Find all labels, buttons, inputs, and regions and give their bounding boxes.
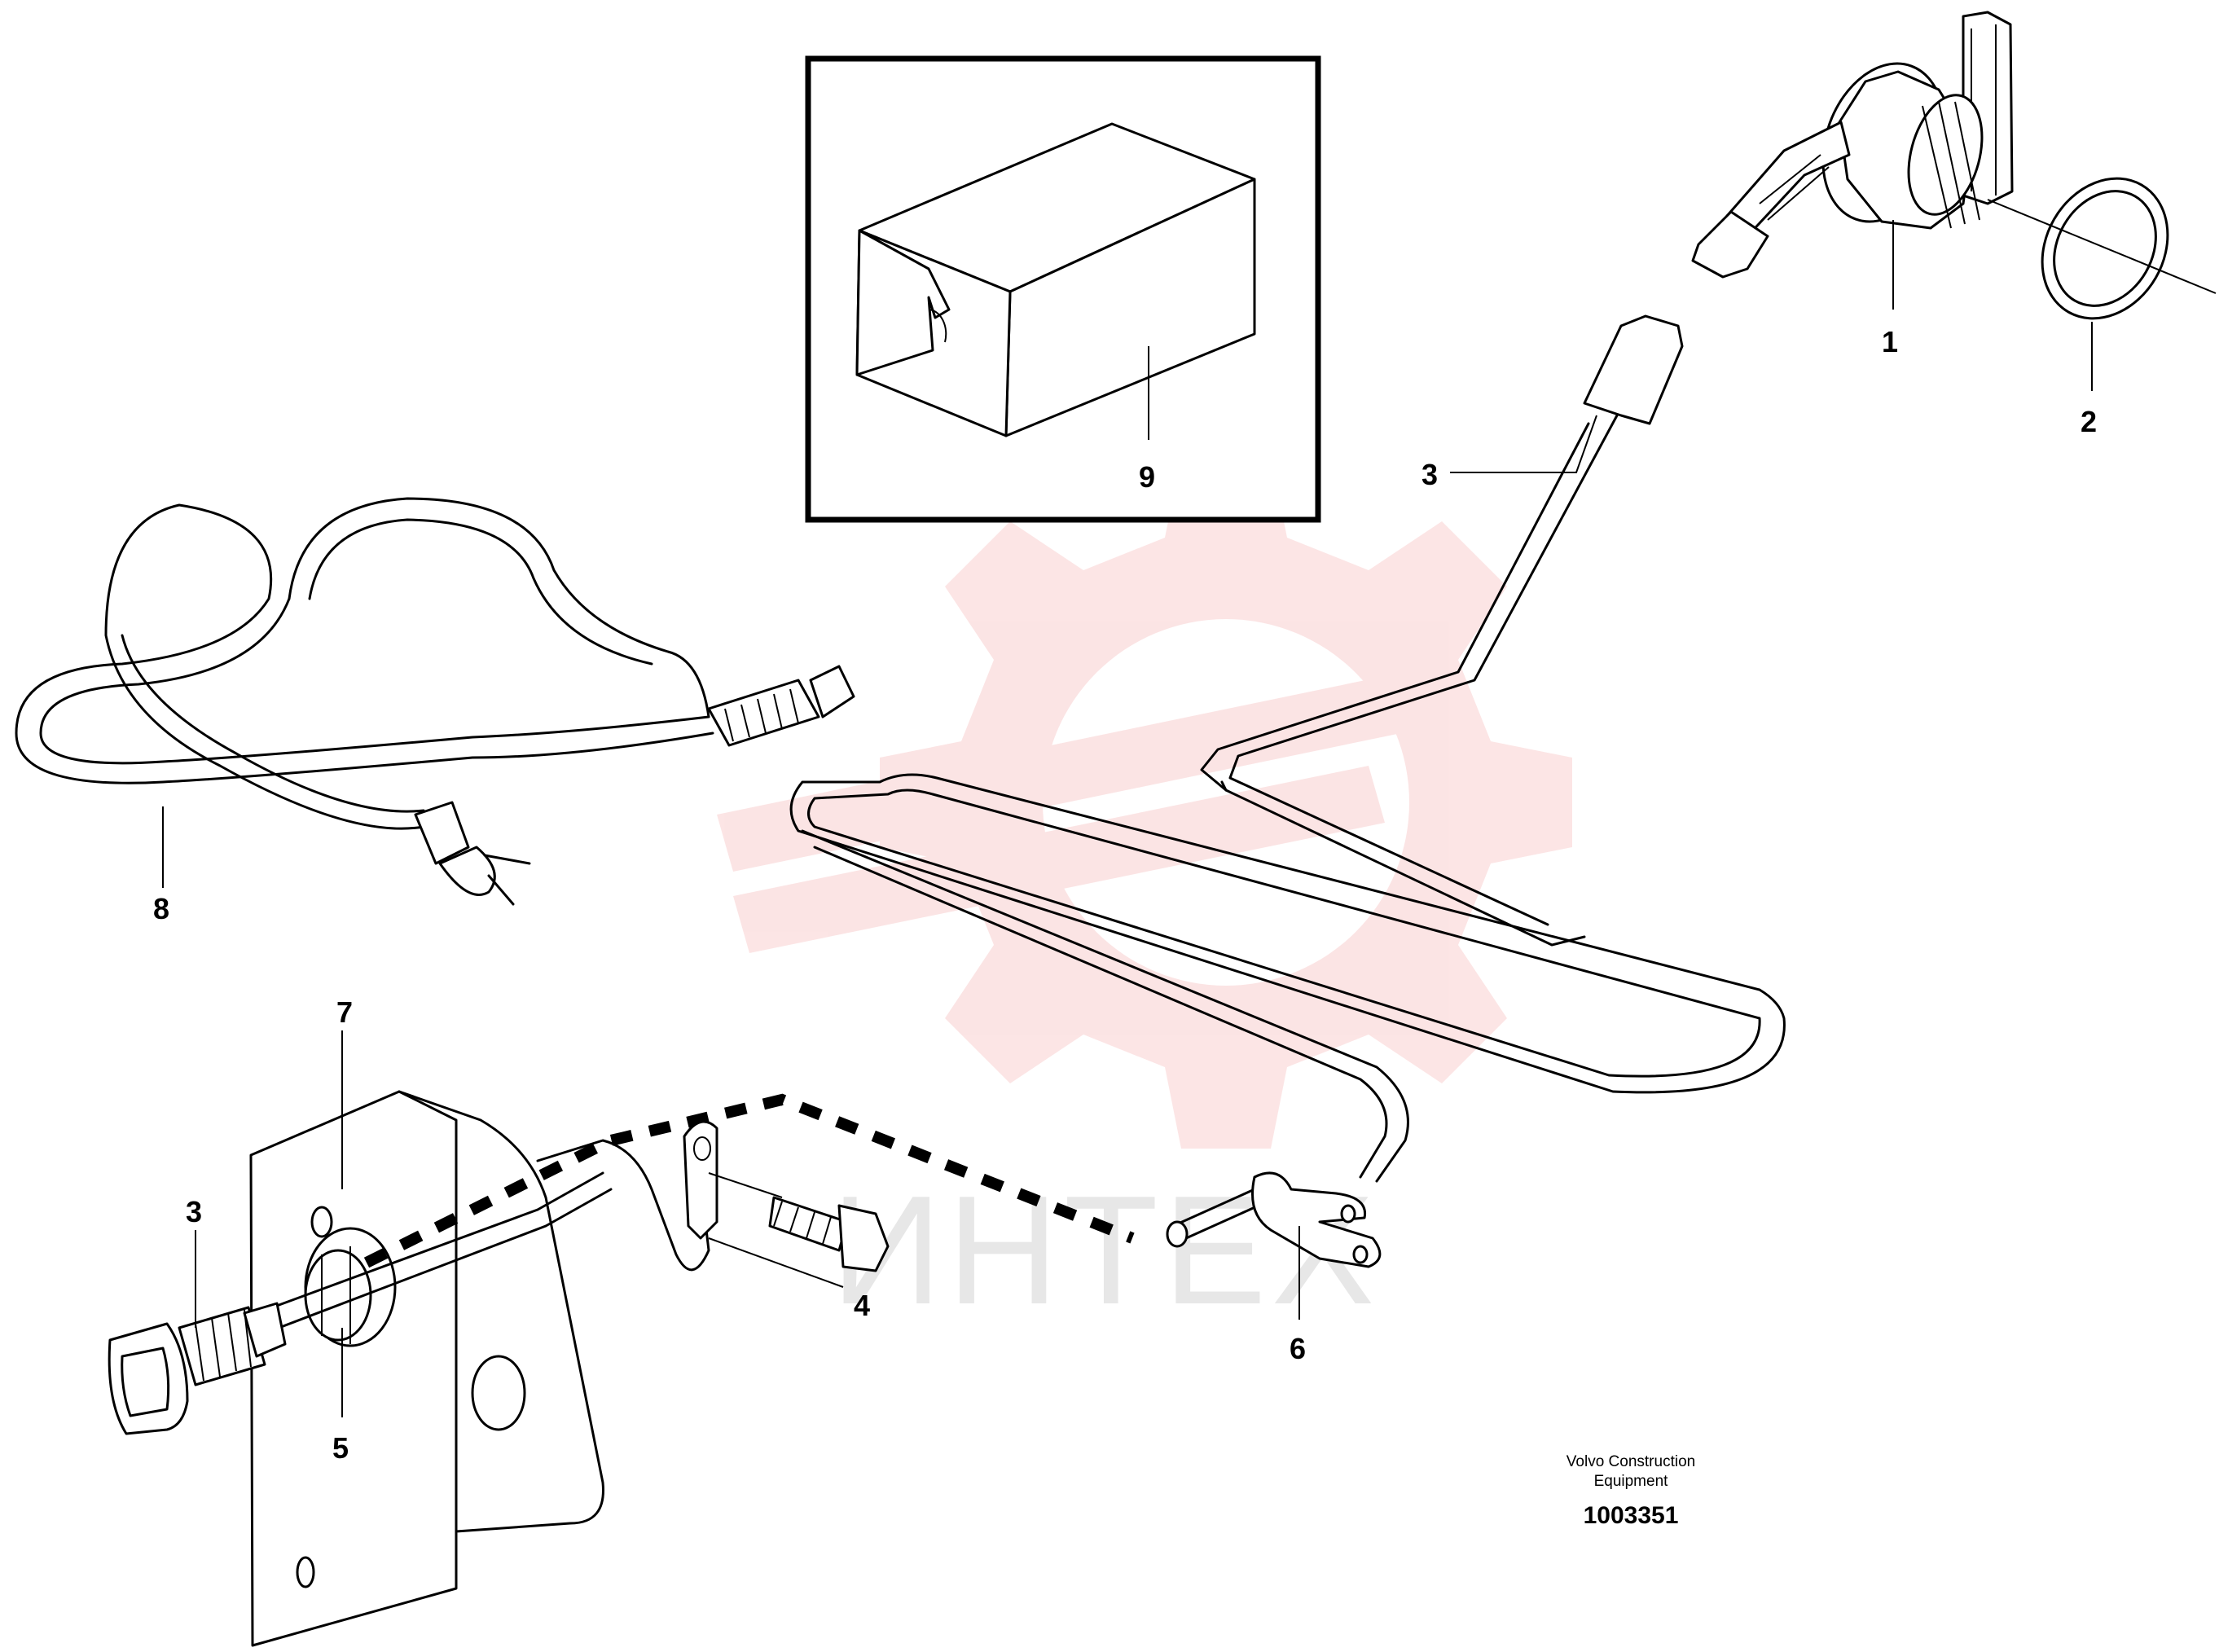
grommet-part	[304, 1227, 397, 1347]
heater-rod-upper-part	[1200, 314, 1684, 947]
document-number: 1003351	[1584, 1502, 1679, 1529]
power-cord-part	[15, 497, 855, 906]
callout-5: 5	[332, 1431, 349, 1465]
leader-lines	[162, 199, 2217, 1417]
callout-6: 6	[1290, 1332, 1306, 1365]
callout-7: 7	[336, 995, 353, 1029]
clip-and-bolt-part	[683, 1120, 890, 1272]
callout-3-upper: 3	[1421, 458, 1438, 491]
maker-line-1: Volvo Construction	[1566, 1453, 1695, 1470]
callout-1: 1	[1882, 325, 1898, 358]
pipe-clamp-part	[1166, 1171, 1382, 1268]
callout-8: 8	[153, 892, 169, 925]
dashed-cable	[363, 1093, 1135, 1272]
watermark-gear-logo	[717, 456, 1572, 1149]
callout-2: 2	[2081, 405, 2097, 438]
heater-element-part	[1691, 11, 2014, 279]
heating-element-loop	[789, 773, 1786, 1183]
watermark-gear-icon	[880, 456, 1572, 1149]
inset-box	[805, 55, 1321, 523]
callout-4: 4	[854, 1289, 870, 1322]
callout-9: 9	[1139, 460, 1155, 494]
heater-rod-lower-part	[108, 1171, 613, 1435]
protective-cap-part	[855, 122, 1256, 437]
maker-line-2: Equipment	[1594, 1473, 1669, 1490]
callout-3-lower: 3	[186, 1195, 202, 1228]
